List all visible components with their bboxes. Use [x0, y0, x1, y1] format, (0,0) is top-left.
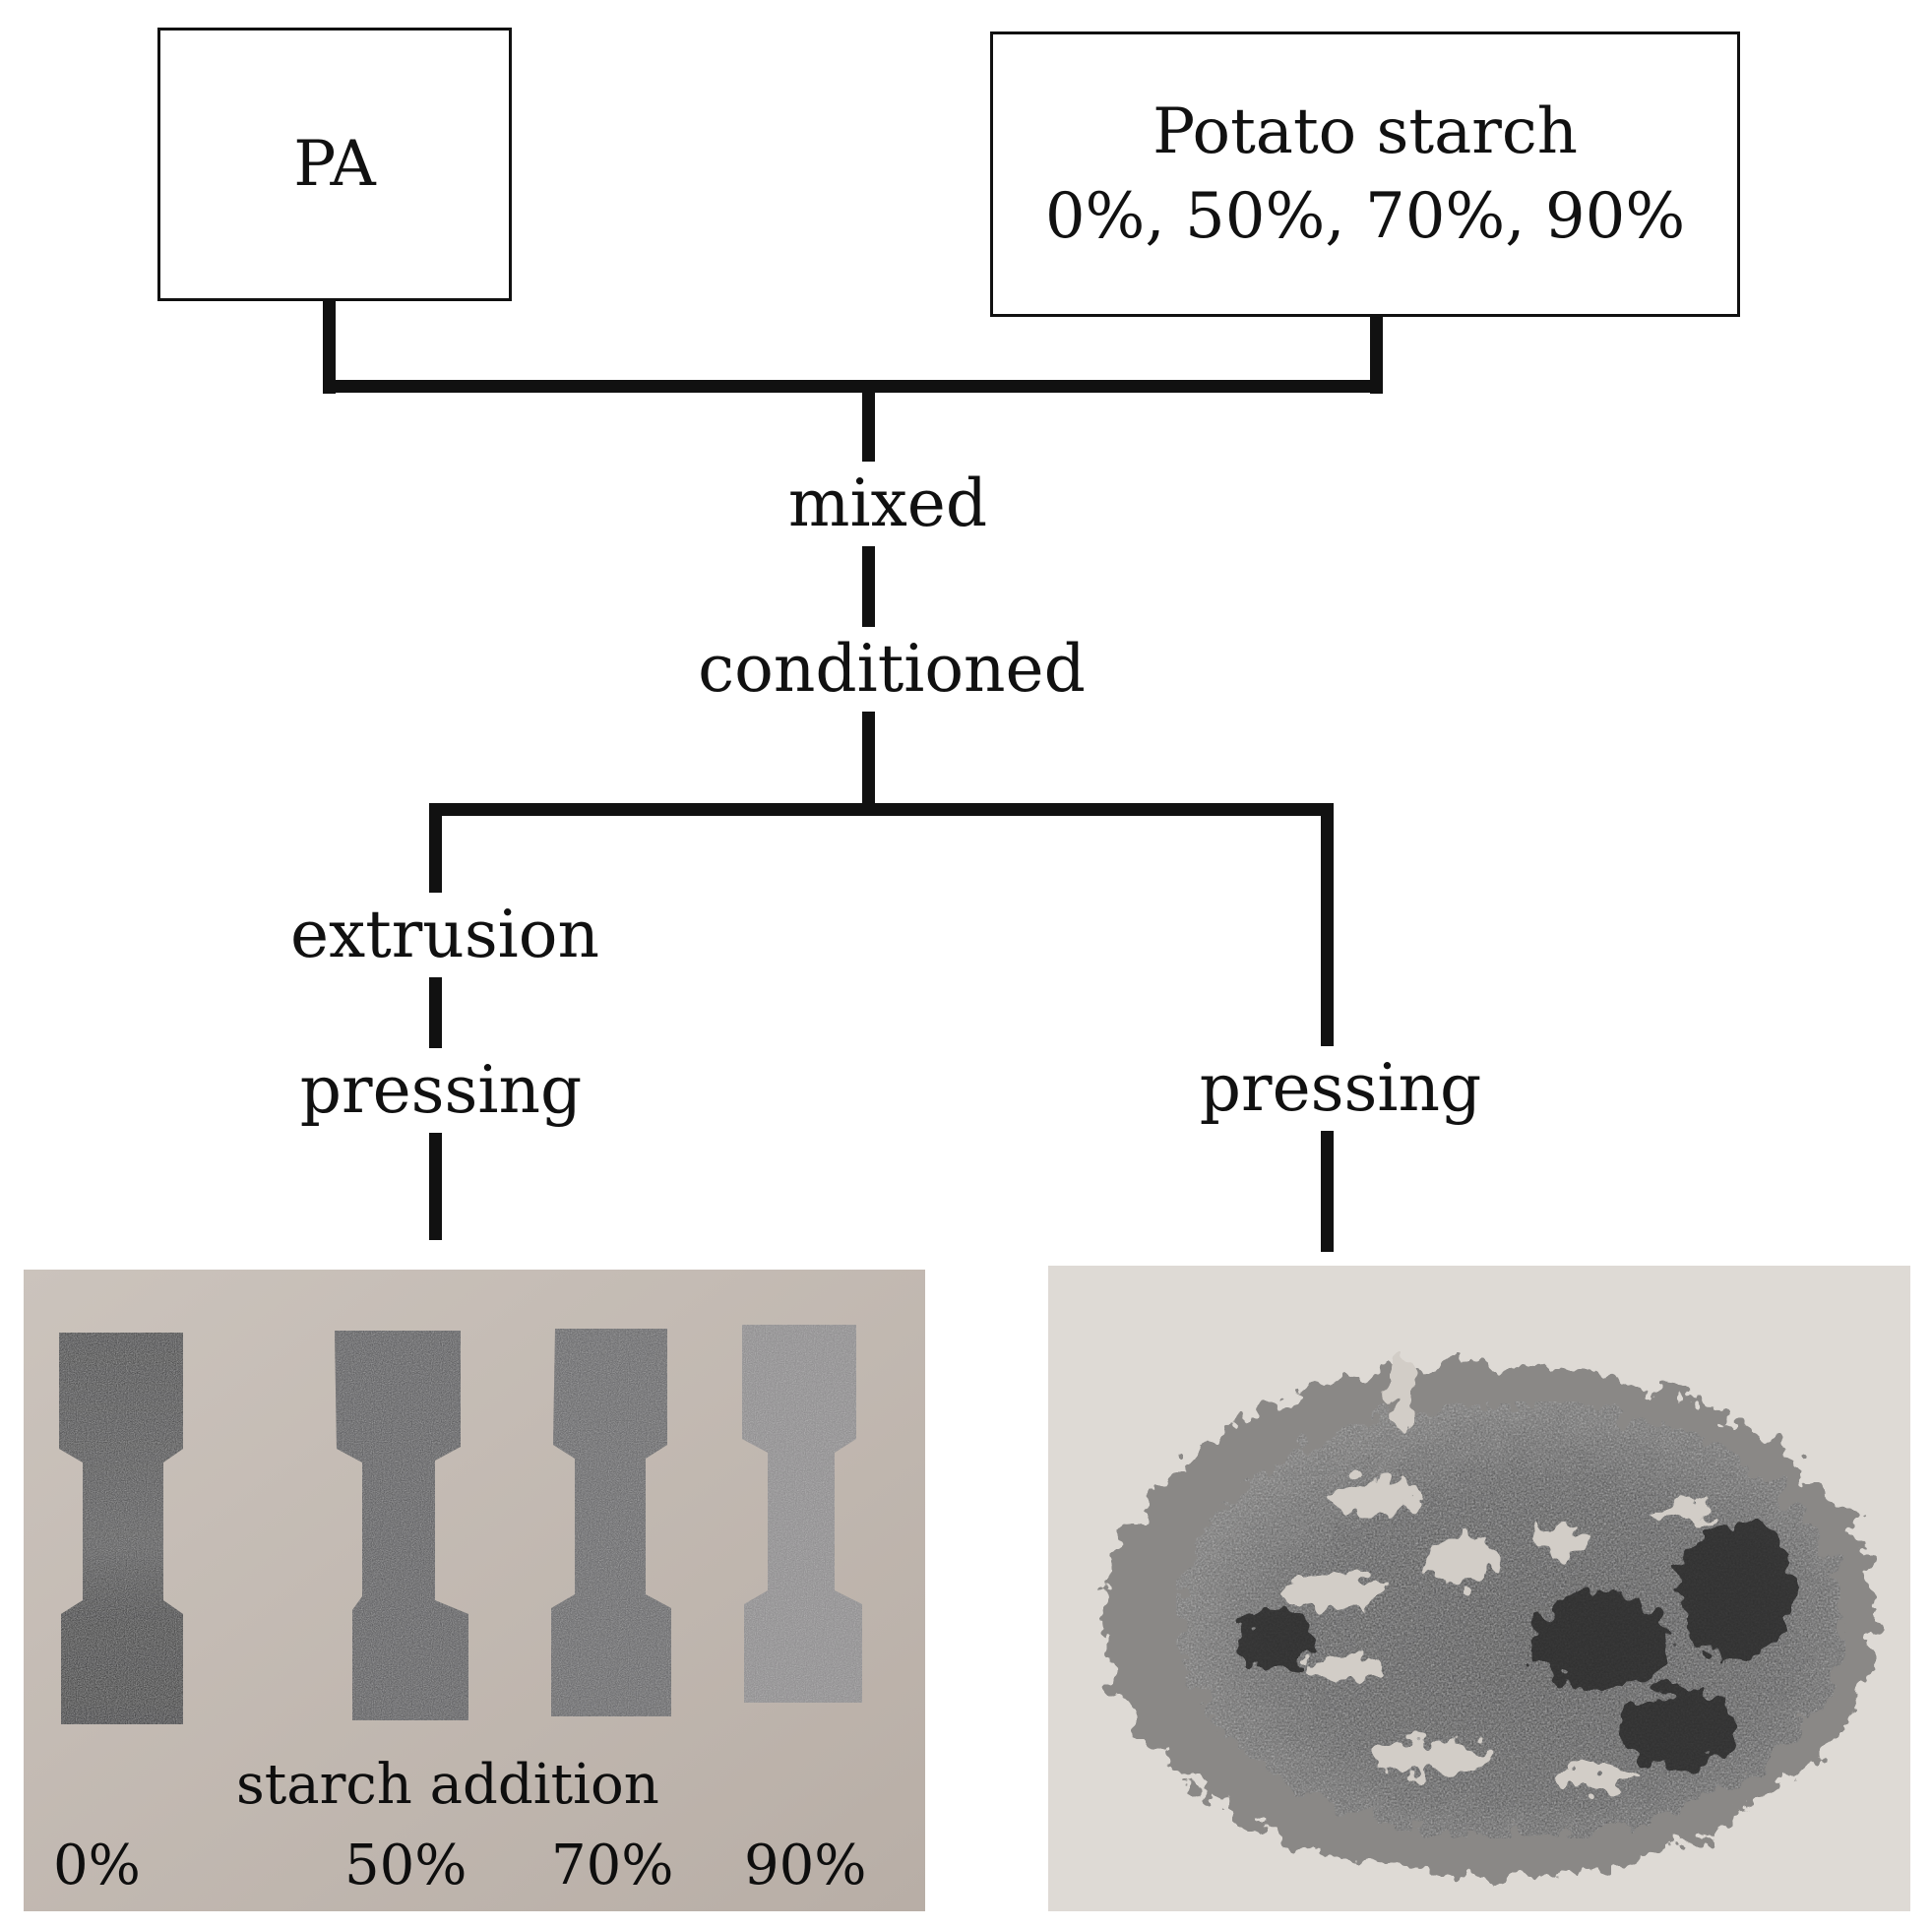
- step-pressing-right: pressing: [1193, 1046, 1488, 1131]
- connector-starch-down: [1370, 317, 1383, 394]
- connector-split-horizontal: [429, 803, 1333, 816]
- step-conditioned: conditioned: [692, 627, 1091, 712]
- sample-50-percent: [335, 1331, 468, 1720]
- pressed-disc-illustration: [1048, 1266, 1910, 1911]
- dogbone-samples-illustration: [24, 1270, 925, 1911]
- connector-main-vertical: [862, 380, 875, 813]
- sample-label-70: 70%: [551, 1834, 674, 1898]
- sample-0-percent: [59, 1333, 183, 1724]
- potato-starch-box: Potato starch 0%, 50%, 70%, 90%: [990, 31, 1740, 317]
- starch-addition-caption: starch addition: [236, 1753, 659, 1817]
- photo-pressed-disc: [1048, 1266, 1910, 1911]
- connector-left-vertical: [429, 803, 442, 1240]
- potato-starch-levels: 0%, 50%, 70%, 90%: [1044, 180, 1686, 253]
- connector-merge-horizontal: [323, 380, 1383, 393]
- connector-right-vertical: [1321, 803, 1334, 1252]
- step-mixed: mixed: [781, 462, 994, 546]
- pa-label: PA: [293, 127, 376, 201]
- sample-label-50: 50%: [344, 1834, 467, 1898]
- connector-pa-down: [323, 301, 336, 394]
- potato-starch-title: Potato starch: [1153, 94, 1578, 168]
- step-pressing-left: pressing: [293, 1048, 589, 1133]
- photo-dogbone-samples: starch addition 0% 50% 70% 90%: [24, 1270, 925, 1911]
- step-extrusion: extrusion: [283, 893, 606, 977]
- sample-70-percent: [551, 1329, 671, 1716]
- sample-label-90: 90%: [744, 1834, 867, 1898]
- sample-label-0: 0%: [53, 1834, 141, 1898]
- pa-box: PA: [157, 28, 512, 301]
- sample-90-percent: [742, 1325, 862, 1703]
